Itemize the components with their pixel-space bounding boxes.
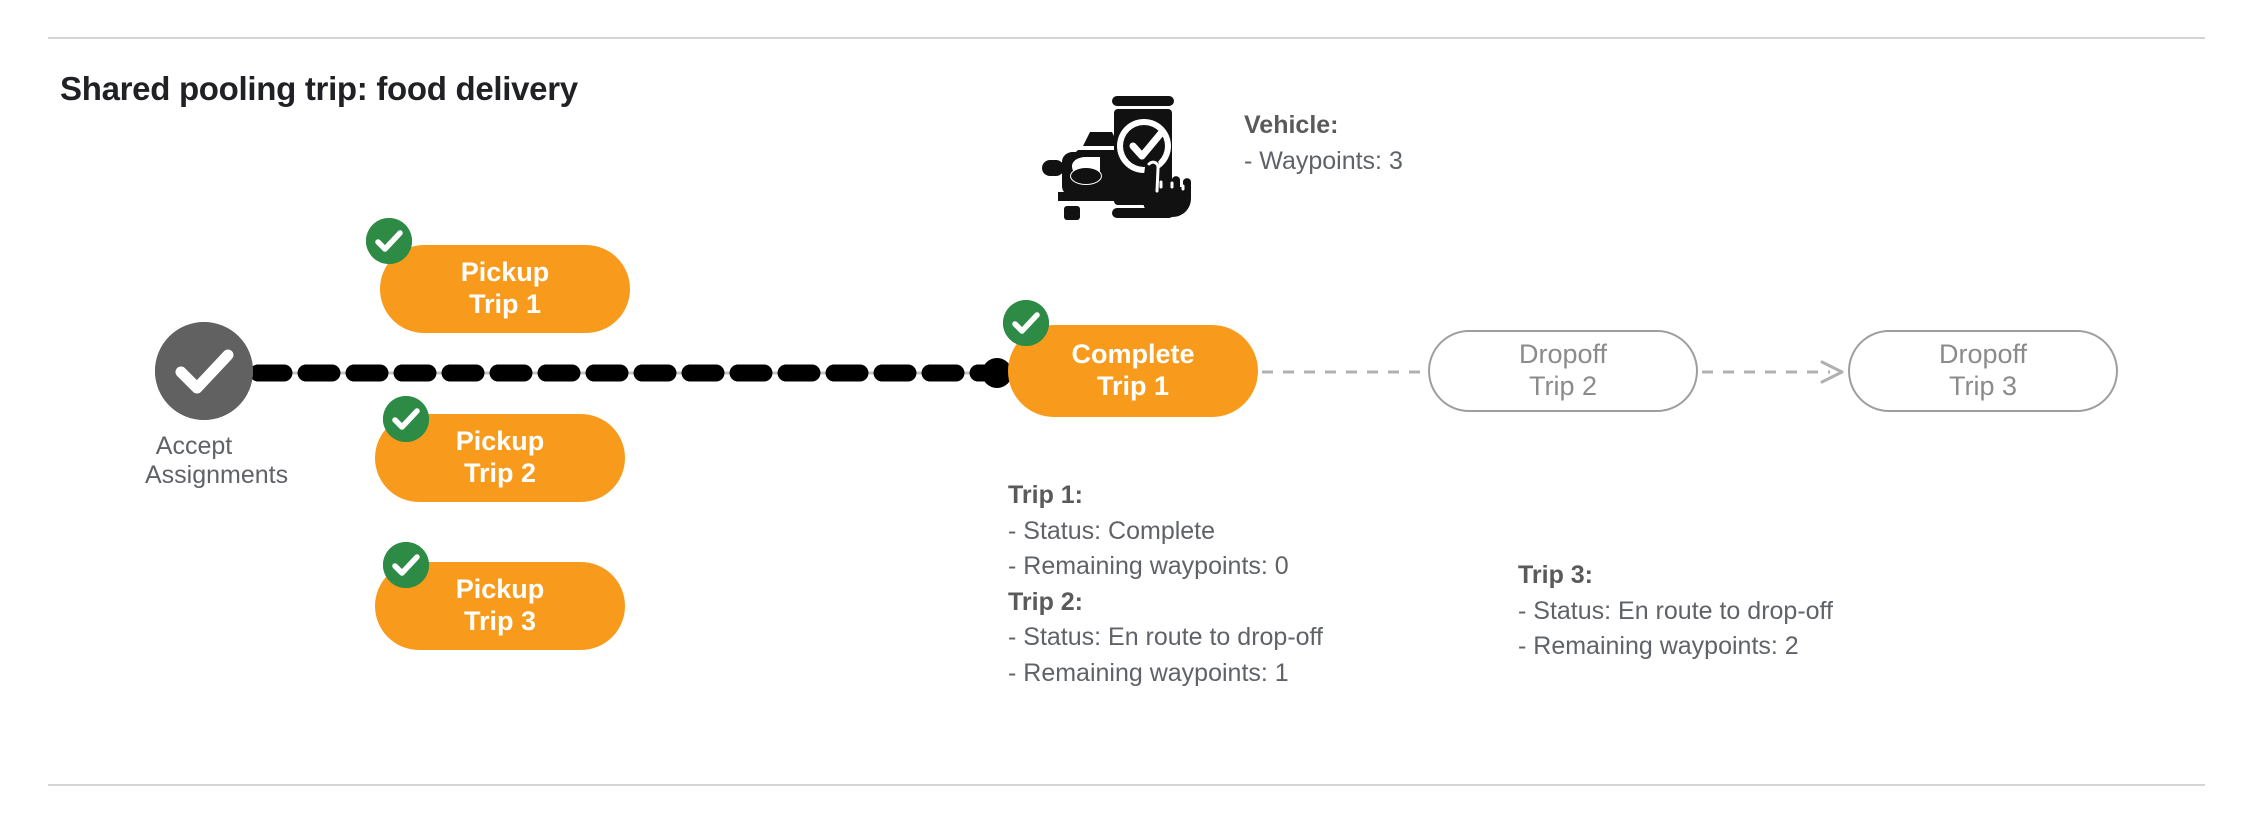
trip-1-waypoints: - Remaining waypoints: 0: [1008, 552, 1289, 580]
vehicle-waypoints: - Waypoints: 3: [1244, 146, 1403, 175]
page-title: Shared pooling trip: food delivery: [60, 70, 578, 107]
pill-label-line2: Trip 3: [1948, 371, 2017, 401]
trip-3-heading: Trip 3:: [1518, 561, 1594, 589]
route-junction-dot: [982, 358, 1012, 388]
pill-label-line2: Trip 1: [468, 289, 542, 319]
vehicle-phone-check-icon: [1028, 88, 1208, 228]
trip-2-status: - Status: En route to drop-off: [1008, 623, 1323, 651]
pill-label-line2: Trip 1: [1096, 371, 1170, 401]
complete-trip-1-node[interactable]: Complete Trip 1: [1008, 325, 1258, 417]
pill-label-line1: Pickup: [460, 257, 550, 288]
pickup-trip-3-node[interactable]: Pickup Trip 3: [375, 562, 625, 650]
check-badge-icon: [1003, 300, 1049, 346]
vehicle-info-block: Vehicle: - Waypoints: 3: [1244, 108, 1403, 179]
trip-2-waypoints: - Remaining waypoints: 1: [1008, 658, 1289, 687]
top-divider: [48, 37, 2205, 39]
pill-label-line1: Pickup: [455, 426, 545, 457]
pickup-trip-1-node[interactable]: Pickup Trip 1: [380, 245, 630, 333]
bottom-divider: [48, 784, 2205, 786]
pill-label-line1: Complete: [1071, 339, 1195, 370]
trip-1-2-info-block: Trip 1: - Status: Complete - Remaining w…: [1008, 478, 1323, 691]
trip-3-waypoints: - Remaining waypoints: 2: [1518, 632, 1799, 660]
pill-label-line1: Dropoff: [1518, 339, 1608, 370]
check-circle-icon: [155, 322, 253, 420]
dropoff-trip-3-node[interactable]: Dropoff Trip 3: [1848, 330, 2118, 412]
trip-3-info-block: Trip 3: - Status: En route to drop-off -…: [1518, 558, 1833, 665]
trip-2-heading: Trip 2:: [1008, 587, 1084, 616]
trip-1-status: - Status: Complete: [1008, 516, 1216, 545]
vehicle-info-heading: Vehicle:: [1244, 111, 1339, 139]
trip-3-status: - Status: En route to drop-off: [1518, 596, 1833, 625]
accept-label-line1: Accept: [155, 432, 233, 460]
check-badge-icon: [383, 542, 429, 588]
check-badge-icon: [366, 218, 412, 264]
accept-assignments-label: Accept Assignments: [145, 432, 288, 489]
pill-label-line2: Trip 2: [1528, 371, 1597, 401]
pill-label-line1: Pickup: [455, 574, 545, 605]
pill-label-line2: Trip 2: [463, 458, 537, 488]
accept-assignments-node[interactable]: Accept Assignments: [145, 322, 288, 489]
dropoff-trip-2-node[interactable]: Dropoff Trip 2: [1428, 330, 1698, 412]
accept-label-line2: Assignments: [145, 460, 289, 489]
pill-label-line2: Trip 3: [463, 606, 537, 636]
check-badge-icon: [383, 396, 429, 442]
pill-label-line1: Dropoff: [1938, 339, 2028, 370]
trip-1-heading: Trip 1:: [1008, 481, 1084, 509]
